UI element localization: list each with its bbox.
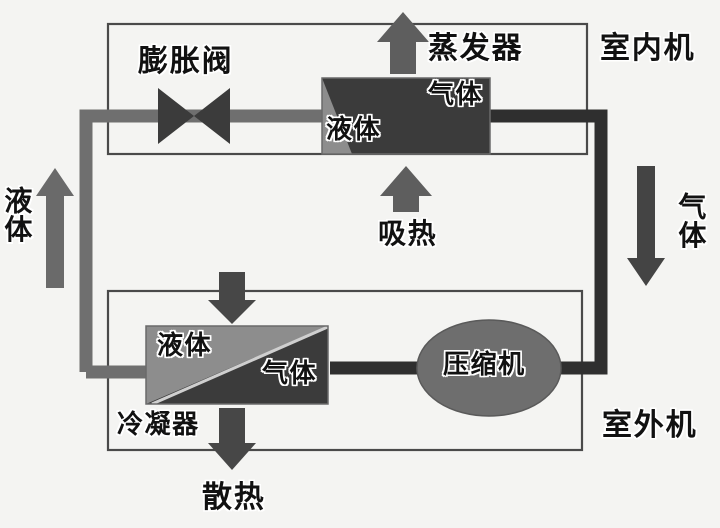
- evaporator-gas-label: 气体: [428, 80, 484, 110]
- reject-heat-label: 散热: [202, 480, 266, 515]
- outdoor-unit-label: 室外机: [602, 408, 698, 443]
- condenser-input-arrow: [208, 272, 256, 324]
- liquid-flow-arrow: [36, 168, 74, 288]
- condenser-gas-label: 气体: [262, 359, 318, 389]
- evaporator-output-arrow: [377, 12, 429, 74]
- indoor-unit-label: 室内机: [600, 31, 696, 66]
- gas-pipe-path: [330, 109, 608, 375]
- condenser-liquid-label: 液体: [157, 331, 213, 361]
- gas-flow-arrow: [627, 166, 665, 286]
- compressor-label: 压缩机: [443, 350, 526, 380]
- evaporator-liquid-label: 液体: [326, 115, 382, 145]
- absorb-heat-label: 吸热: [378, 217, 438, 250]
- evaporator-label: 蒸发器: [428, 31, 524, 66]
- condenser-block: [145, 325, 329, 405]
- reject-heat-arrow: [208, 408, 256, 470]
- evaporator-block: [321, 77, 491, 155]
- gas-flow-label: 气体: [674, 192, 708, 250]
- absorb-heat-arrow: [380, 166, 432, 212]
- expansion-valve-label: 膨胀阀: [138, 44, 234, 79]
- liquid-pipe-path: [79, 109, 330, 379]
- condenser-label: 冷凝器: [117, 410, 200, 440]
- compressor-body: [416, 319, 562, 417]
- expansion-valve: [158, 88, 230, 144]
- liquid-flow-label: 液体: [0, 186, 34, 244]
